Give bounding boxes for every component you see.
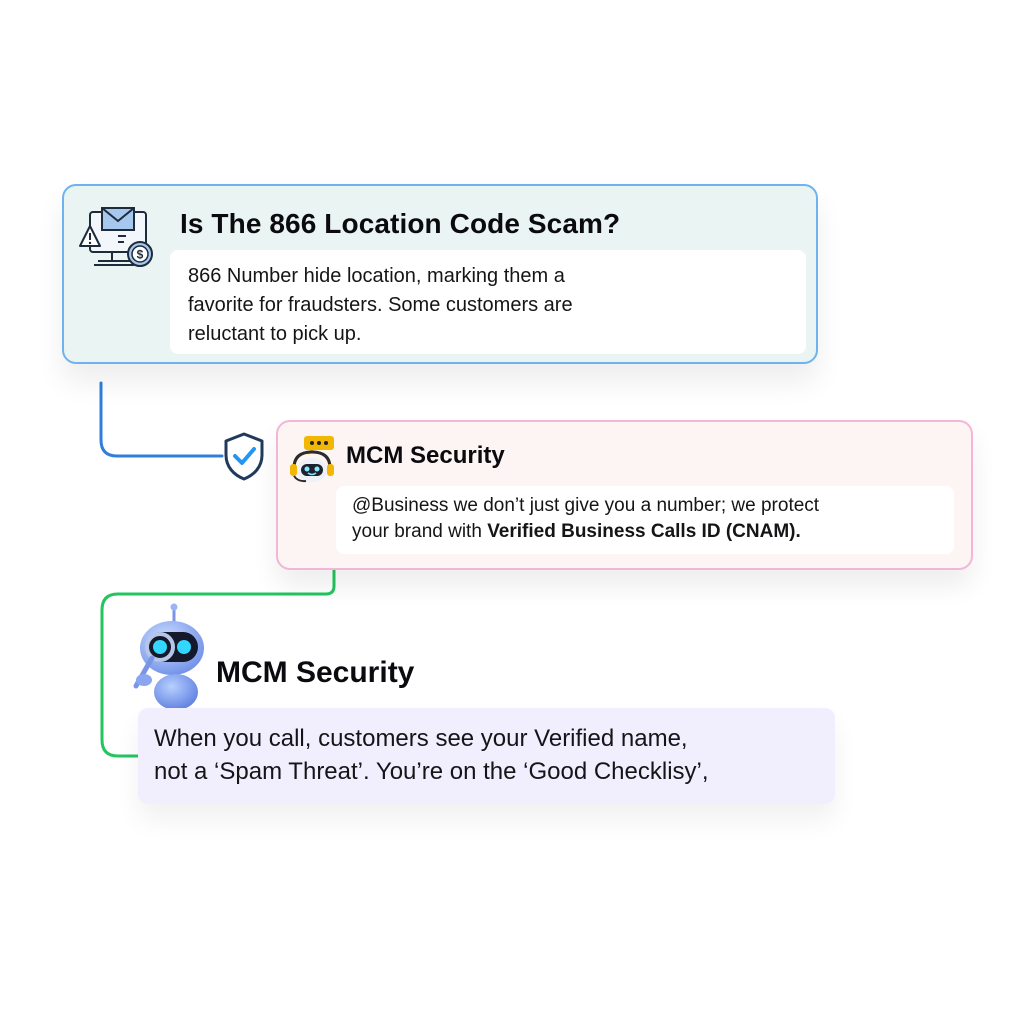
message-text: your brand with <box>352 521 488 542</box>
message-line: @Business we don’t just give you a numbe… <box>352 495 820 516</box>
robot-magnifier-icon <box>126 602 212 714</box>
email-warning-money-icon: $ <box>78 204 158 274</box>
robot-chat-avatar-icon <box>286 434 338 486</box>
message-line: When you call, customers see your Verifi… <box>154 725 688 752</box>
shield-check-icon <box>218 430 270 482</box>
sender-name: MCM Security <box>346 442 505 469</box>
verified-message-bubble: When you call, customers see your Verifi… <box>138 708 835 804</box>
svg-text:$: $ <box>137 248 144 262</box>
connector-blue <box>99 381 224 458</box>
scam-info-card: $ Is The 866 Location Code Scam? 866 Num… <box>62 184 818 364</box>
mcm-reply-card: MCM Security @Business we don’t just giv… <box>276 420 973 570</box>
body-line: favorite for fraudsters. Some customers … <box>188 294 573 316</box>
body-line: 866 Number hide location, marking them a <box>188 265 565 287</box>
message-line: your brand with Verified Business Calls … <box>352 519 938 545</box>
cnam-highlight: Verified Business Calls ID (CNAM). <box>487 521 801 542</box>
sender-name-large: MCM Security <box>216 656 415 689</box>
body-line: reluctant to pick up. <box>188 323 362 345</box>
message-line: not a ‘Spam Threat’. You’re on the ‘Good… <box>154 758 709 785</box>
reply-message: @Business we don’t just give you a numbe… <box>336 486 954 554</box>
card-body: 866 Number hide location, marking them a… <box>170 250 806 354</box>
card-title: Is The 866 Location Code Scam? <box>180 208 621 239</box>
